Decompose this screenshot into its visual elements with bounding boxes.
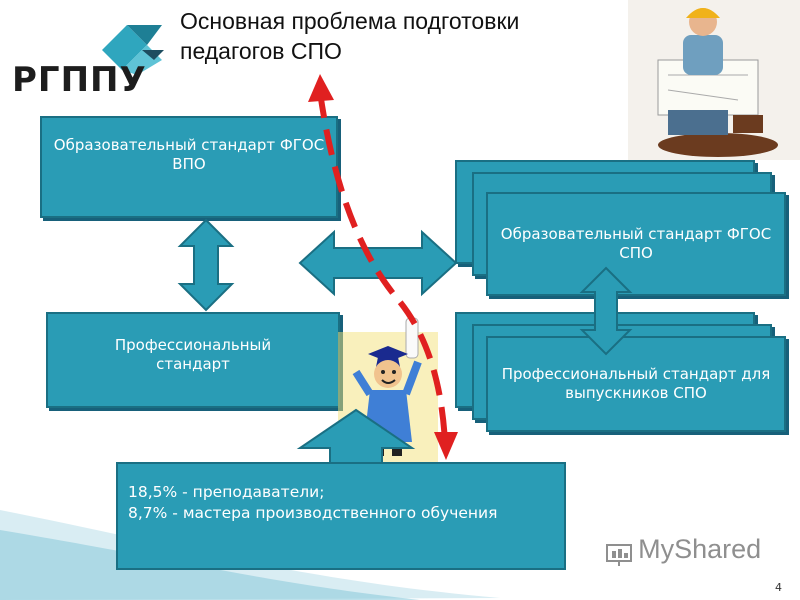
spo-prof-standard-box: Профессиональный стандарт для выпускнико… bbox=[486, 336, 786, 432]
spo-standard-box: Образовательный стандарт ФГОС СПО bbox=[486, 192, 786, 296]
graduate-figure bbox=[338, 317, 438, 462]
stat-teachers: 18,5% - преподаватели; bbox=[128, 483, 325, 501]
prof-standard-box: Профессиональный стандарт bbox=[46, 312, 340, 408]
spo-prof-standard-label: Профессиональный стандарт для выпускнико… bbox=[501, 365, 771, 402]
slide-title: Основная проблема подготовки педагогов С… bbox=[180, 8, 520, 64]
prof-standard-label: Профессиональный стандарт bbox=[114, 336, 272, 373]
myshared-icon bbox=[605, 541, 633, 567]
page-number: 4 bbox=[775, 581, 782, 594]
stats-box: 18,5% - преподаватели; 8,7% - мастера пр… bbox=[116, 462, 566, 570]
worker-figure bbox=[628, 0, 800, 160]
red-arrowhead-top bbox=[308, 74, 334, 102]
watermark: MyShared bbox=[605, 534, 761, 567]
red-arrowhead-bottom bbox=[434, 432, 458, 460]
red-dashed-arrow bbox=[308, 74, 458, 460]
logo-text: РГППУ bbox=[12, 60, 147, 100]
watermark-text: MyShared bbox=[638, 534, 762, 564]
stat-masters: 8,7% - мастера производственного обучени… bbox=[128, 504, 498, 522]
background-wave bbox=[0, 510, 500, 600]
vpo-standard-box: Образовательный стандарт ФГОС ВПО bbox=[40, 116, 338, 218]
vertical-double-arrow-left bbox=[177, 218, 235, 312]
vpo-standard-label: Образовательный стандарт ФГОС ВПО bbox=[53, 136, 325, 173]
logo-icon bbox=[102, 25, 164, 75]
vertical-double-arrow-right bbox=[579, 266, 633, 356]
spo-standard-label: Образовательный стандарт ФГОС СПО bbox=[500, 225, 772, 262]
